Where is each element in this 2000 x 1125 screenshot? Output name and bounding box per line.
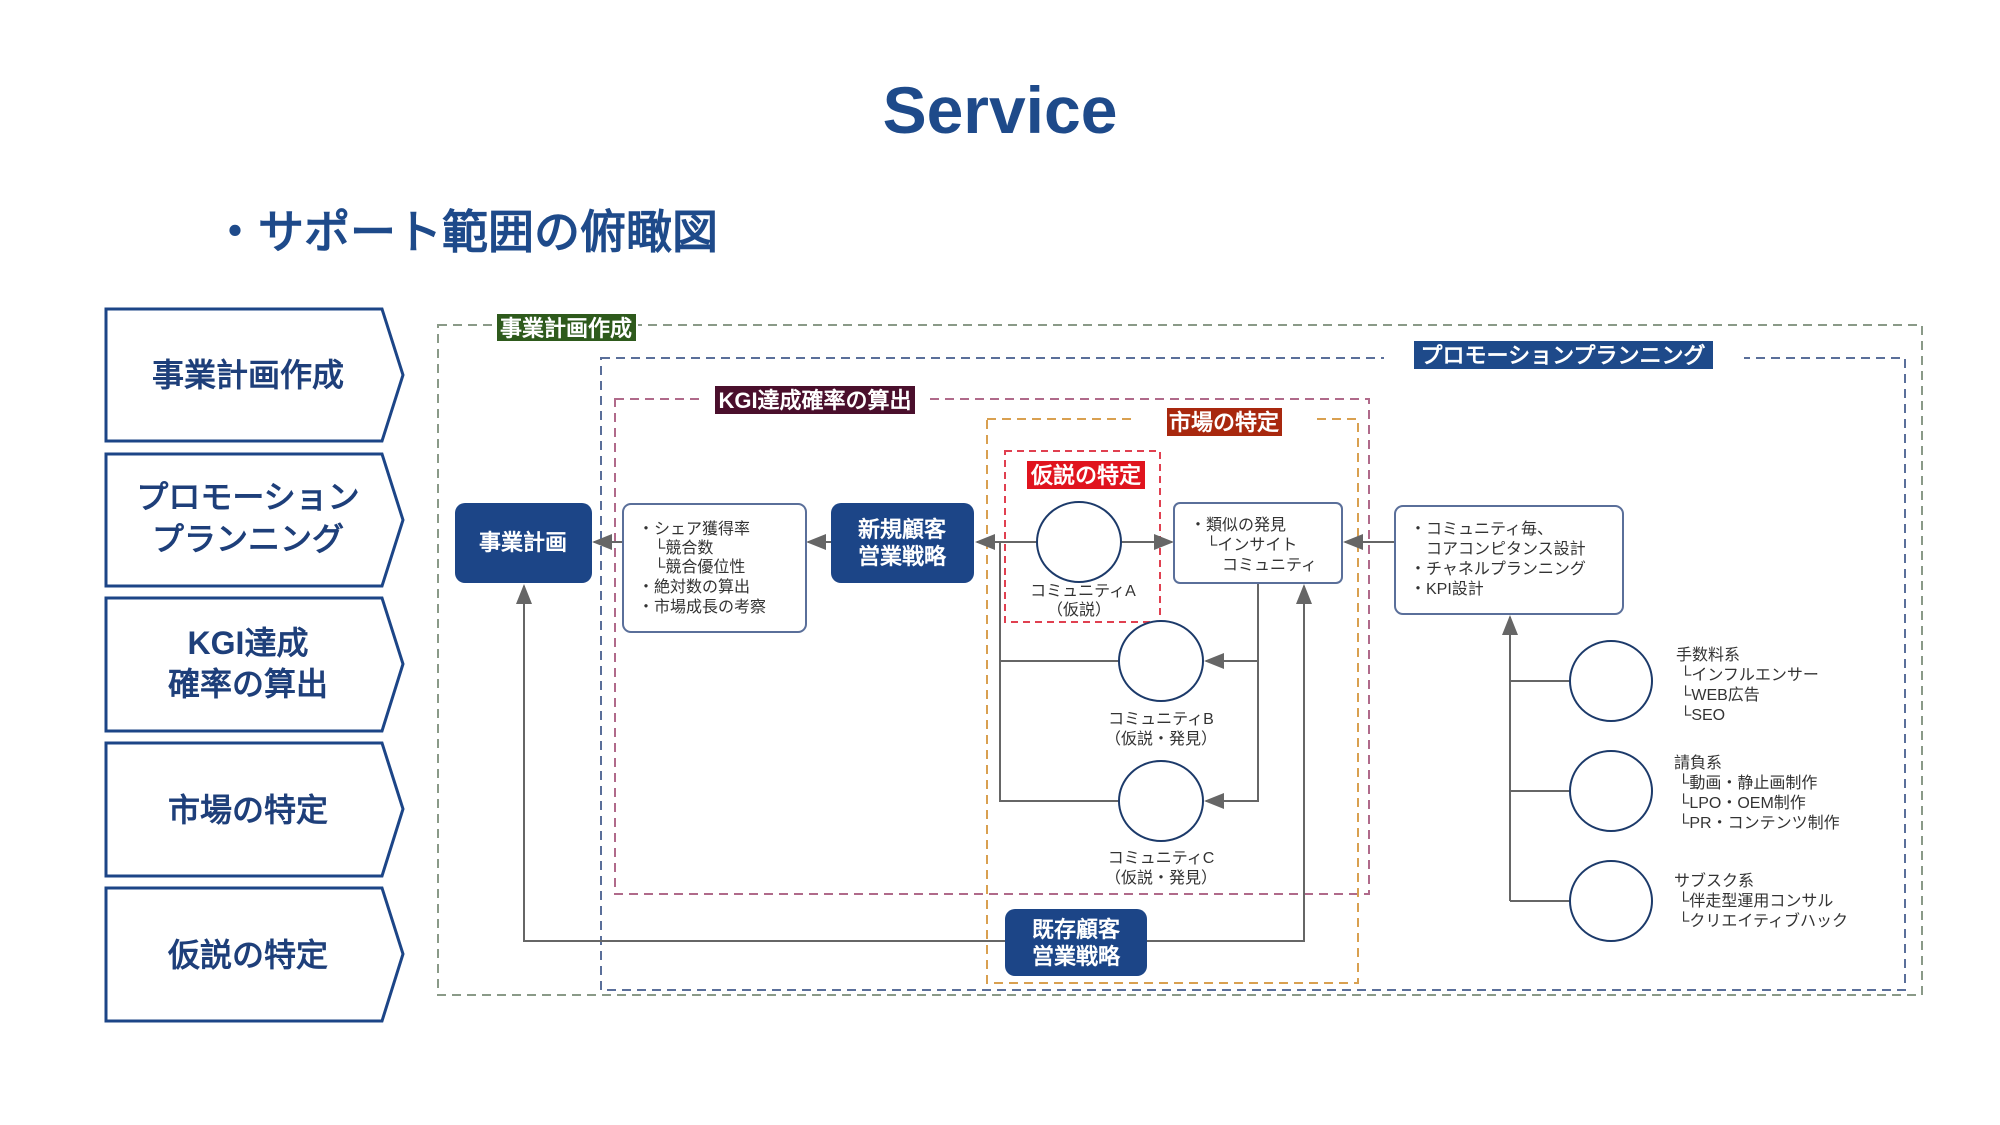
svg-text:営業戦略: 営業戦略 — [1032, 944, 1121, 969]
svg-text:・シェア獲得率: ・シェア獲得率 — [638, 520, 750, 538]
label-hypothesis: 仮説の特定 — [1027, 461, 1145, 489]
promotion-design-box: ・コミュニティ毎、 コアコンピタンス設計 ・チャネルプランニング ・KPI設計 — [1394, 505, 1624, 615]
svg-text:└競合数: └競合数 — [638, 538, 713, 557]
svg-text:事業計画作成: 事業計画作成 — [152, 357, 344, 393]
connectors — [516, 534, 1570, 942]
svg-text:プロモーションプランニング: プロモーションプランニング — [1421, 343, 1706, 368]
svg-text:確率の算出: 確率の算出 — [168, 666, 328, 702]
svg-text:仮説の特定: 仮説の特定 — [167, 937, 328, 973]
page-title: Service — [882, 73, 1118, 147]
svg-text:コミュニティA: コミュニティA — [1030, 583, 1136, 600]
svg-text:請負系: 請負系 — [1674, 754, 1722, 772]
svg-text:└PR・コンテンツ制作: └PR・コンテンツ制作 — [1678, 813, 1840, 832]
svg-text:└伴走型運用コンサル: └伴走型運用コンサル — [1678, 891, 1833, 910]
svg-text:新規顧客: 新規顧客 — [858, 517, 947, 542]
svg-text:・絶対数の算出: ・絶対数の算出 — [638, 577, 750, 596]
svg-text:KGI達成確率の算出: KGI達成確率の算出 — [718, 388, 911, 413]
channel-contract: 請負系 └動画・静止画制作 └LPO・OEM制作 └PR・コンテンツ制作 — [1569, 750, 1840, 832]
svg-text:市場の特定: 市場の特定 — [168, 792, 328, 828]
region-business-plan — [437, 324, 1923, 996]
step-hypothesis: 仮説の特定 — [104, 886, 405, 1023]
step-market: 市場の特定 — [104, 741, 405, 878]
node-existing-customer-strategy: 既存顧客 営業戦略 — [1005, 909, 1147, 976]
kgi-detail-box: ・シェア獲得率 └競合数 └競合優位性 ・絶対数の算出 ・市場成長の考察 — [622, 503, 807, 633]
label-kgi: KGI達成確率の算出 — [700, 385, 930, 415]
svg-text:・市場成長の考察: ・市場成長の考察 — [638, 598, 766, 616]
svg-text:コミュニティ: コミュニティ — [1190, 557, 1317, 574]
community-c: コミュニティC （仮説・発見） — [1105, 760, 1217, 887]
svg-text:└競合優位性: └競合優位性 — [638, 557, 745, 576]
svg-text:営業戦略: 営業戦略 — [858, 544, 947, 569]
svg-text:プロモーション: プロモーション — [136, 479, 359, 515]
channel-commission: 手数料系 └インフルエンサー └WEB広告 └SEO — [1569, 640, 1819, 724]
svg-text:事業計画: 事業計画 — [479, 530, 567, 555]
svg-text:（仮説・発見）: （仮説・発見） — [1105, 730, 1217, 748]
label-market: 市場の特定 — [1135, 407, 1315, 437]
svg-text:コミュニティB: コミュニティB — [1108, 711, 1214, 728]
step-promotion: プロモーション プランニング — [104, 452, 405, 588]
label-promotion: プロモーションプランニング — [1384, 340, 1744, 370]
step-kgi: KGI達成 確率の算出 — [104, 596, 405, 733]
svg-text:既存顧客: 既存顧客 — [1032, 917, 1121, 942]
node-business-plan: 事業計画 — [455, 503, 592, 583]
svg-text:・コミュニティ毎、: ・コミュニティ毎、 — [1410, 520, 1553, 538]
svg-text:（仮説）: （仮説） — [1047, 601, 1111, 619]
label-business-plan: 事業計画作成 — [494, 313, 638, 342]
step-business-plan: 事業計画作成 — [104, 307, 405, 443]
step-chevrons: 事業計画作成 プロモーション プランニング KGI達成 確率の算出 市場の特定 … — [104, 307, 405, 1023]
svg-text:└インサイト: └インサイト — [1190, 535, 1297, 554]
svg-text:プランニング: プランニング — [152, 521, 344, 557]
svg-text:KGI達成: KGI達成 — [188, 625, 309, 661]
community-b: コミュニティB （仮説・発見） — [1105, 620, 1217, 748]
svg-text:仮説の特定: 仮説の特定 — [1030, 463, 1141, 488]
svg-text:手数料系: 手数料系 — [1676, 646, 1740, 664]
svg-text:└インフルエンサー: └インフルエンサー — [1680, 665, 1819, 684]
svg-text:事業計画作成: 事業計画作成 — [500, 316, 632, 341]
svg-text:└SEO: └SEO — [1680, 705, 1725, 724]
community-a: コミュニティA （仮説） — [1030, 501, 1136, 619]
svg-text:コミュニティC: コミュニティC — [1108, 850, 1215, 867]
svg-text:サブスク系: サブスク系 — [1674, 871, 1754, 890]
svg-text:└LPO・OEM制作: └LPO・OEM制作 — [1678, 793, 1806, 812]
similar-discovery-box: ・類似の発見 └インサイト コミュニティ — [1173, 502, 1343, 584]
svg-text:└クリエイティブハック: └クリエイティブハック — [1678, 911, 1848, 930]
svg-text:└動画・静止画制作: └動画・静止画制作 — [1678, 773, 1817, 792]
page-subtitle: ・サポート範囲の俯瞰図 — [212, 206, 718, 258]
region-kgi — [614, 398, 1370, 895]
svg-text:・類似の発見: ・類似の発見 — [1190, 516, 1286, 534]
svg-text:市場の特定: 市場の特定 — [1169, 410, 1279, 435]
region-promotion — [600, 357, 1906, 991]
svg-text:・チャネルプランニング: ・チャネルプランニング — [1410, 560, 1586, 578]
channel-subscription: サブスク系 └伴走型運用コンサル └クリエイティブハック — [1569, 860, 1848, 942]
svg-text:（仮説・発見）: （仮説・発見） — [1105, 869, 1217, 887]
svg-text:・KPI設計: ・KPI設計 — [1410, 580, 1484, 598]
node-new-customer-strategy: 新規顧客 営業戦略 — [831, 503, 974, 583]
svg-text:└WEB広告: └WEB広告 — [1680, 685, 1760, 704]
svg-text:コアコンピタンス設計: コアコンピタンス設計 — [1410, 540, 1586, 558]
